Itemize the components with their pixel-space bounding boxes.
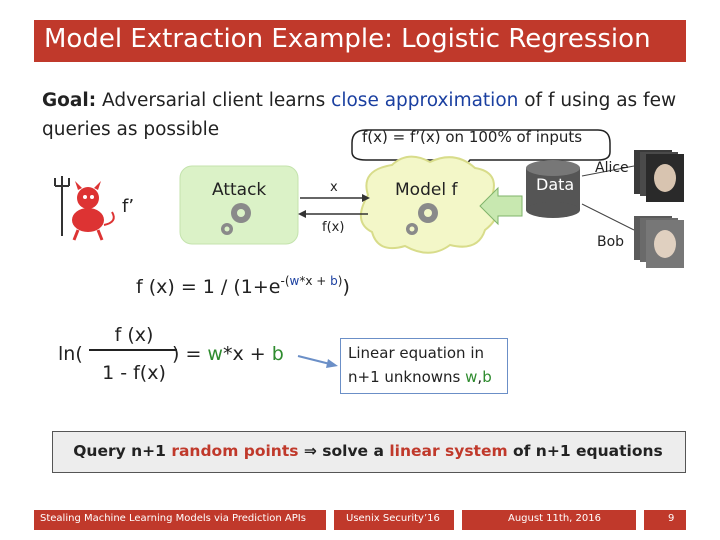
exp-mid: *x + [299, 274, 331, 288]
title-bar [34, 20, 686, 62]
query-p3: of n+1 equations [507, 442, 663, 460]
rhs-b: b [271, 343, 284, 365]
fraction-bar [89, 349, 177, 351]
rhs-mid: *x + [222, 343, 272, 365]
f-prime-label: f’ [122, 196, 135, 217]
sigmoid-formula: f (x) = 1 / (1+e-(w*x + b)) [136, 274, 350, 298]
query-random-points: random points [171, 442, 299, 460]
formula1-exponent: -(w*x + b) [280, 274, 342, 288]
linear-equation-box [340, 338, 508, 394]
goal-part-1: Adversarial client learns [96, 90, 332, 111]
exp-post: ) [337, 274, 343, 288]
exp-pre: -( [280, 274, 290, 288]
alice-label: Alice [595, 160, 629, 176]
data-label: Data [536, 175, 575, 194]
lin2-comma: , [477, 368, 483, 386]
footer-date: August 11th, 2016 [508, 513, 601, 524]
database-icon [526, 160, 580, 218]
rhs-eq: = [179, 343, 208, 365]
query-p1: Query n+1 [73, 442, 172, 460]
data-arrow [479, 186, 523, 226]
footer-paper-bar [34, 510, 326, 530]
fx-label: f(x) [322, 220, 345, 235]
devil-icon [54, 176, 115, 241]
query-p2: solve a [322, 442, 390, 460]
query-linear-system: linear system [389, 442, 508, 460]
query-arrow-glyph: ⇒ [298, 442, 323, 460]
logit-rhs: ) = w*x + b [172, 343, 284, 365]
footer-paper: Stealing Machine Learning Models via Pre… [40, 513, 306, 524]
equivalence-text: f(x) = f’(x) on 100% of inputs [362, 128, 583, 146]
exp-b: b [330, 274, 338, 288]
model-label: Model f [395, 180, 458, 200]
bob-photo [634, 216, 684, 268]
formula1-lhs: f (x) = 1 / (1+e [136, 276, 281, 298]
gear-icon [406, 203, 438, 235]
footer-page-bar [644, 510, 686, 530]
alice-photo [634, 150, 684, 202]
speech-bubble [351, 129, 611, 180]
goal-highlight: close approximation [331, 90, 519, 111]
query-text: Query n+1 random points ⇒ solve a linear… [52, 431, 684, 471]
goal-text: Goal: Adversarial client learns close ap… [42, 86, 682, 144]
linear-arrow [297, 355, 331, 365]
ln-prefix: ln( [58, 343, 83, 365]
rhs-close: ) [172, 343, 180, 365]
slide-title: Model Extraction Example: Logistic Regre… [44, 24, 651, 54]
linear-line-2: n+1 unknowns w,b [348, 368, 492, 386]
goal-label: Goal: [42, 90, 97, 111]
linear-line-1: Linear equation in [348, 344, 485, 362]
bob-label: Bob [597, 234, 625, 250]
x-label: x [330, 180, 338, 195]
lin2-pre: n+1 unknowns [348, 368, 466, 386]
gear-icon [221, 203, 251, 235]
goal-part-2: of f using as few queries as possible [42, 90, 677, 140]
formula1-close: ) [342, 276, 350, 298]
fraction-numerator: f (x) [114, 324, 154, 346]
footer-page-number: 9 [668, 513, 675, 524]
lin2-w: w [465, 368, 478, 386]
footer-date-bar [462, 510, 636, 530]
footer-venue: Usenix Security’16 [346, 513, 440, 524]
exp-w: w [289, 274, 300, 288]
fraction-denominator: 1 - f(x) [102, 362, 166, 384]
query-box [52, 431, 686, 473]
footer-venue-bar [334, 510, 454, 530]
rhs-w: w [207, 343, 223, 365]
lin2-b: b [482, 368, 492, 386]
attack-label: Attack [212, 180, 267, 200]
